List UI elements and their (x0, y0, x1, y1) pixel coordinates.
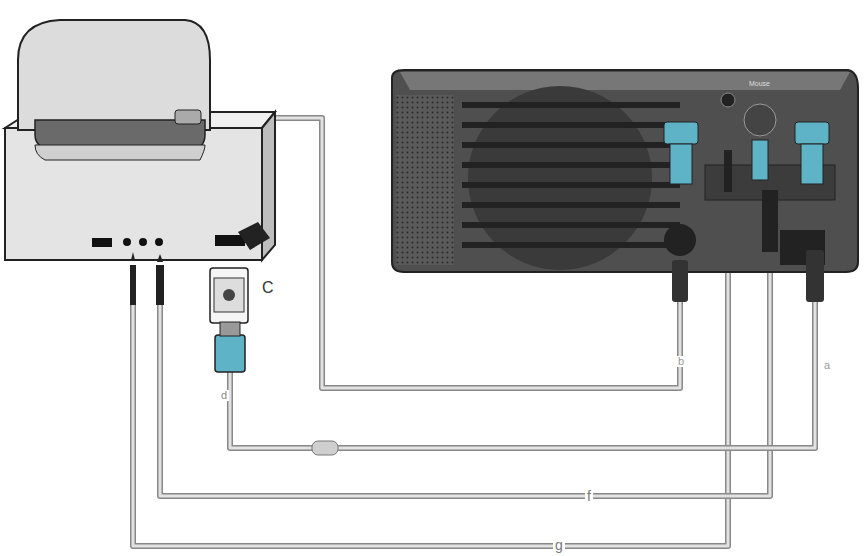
callout-letter: d (219, 390, 229, 401)
callout-letter: b (676, 356, 686, 367)
port-label: Mouse (749, 80, 770, 87)
projector (392, 70, 858, 302)
computer (5, 20, 275, 372)
callout-letter: g (553, 538, 565, 552)
callout-letter: C (262, 280, 274, 296)
callout-letter: a (822, 360, 832, 371)
callout-letter: f (585, 489, 593, 503)
